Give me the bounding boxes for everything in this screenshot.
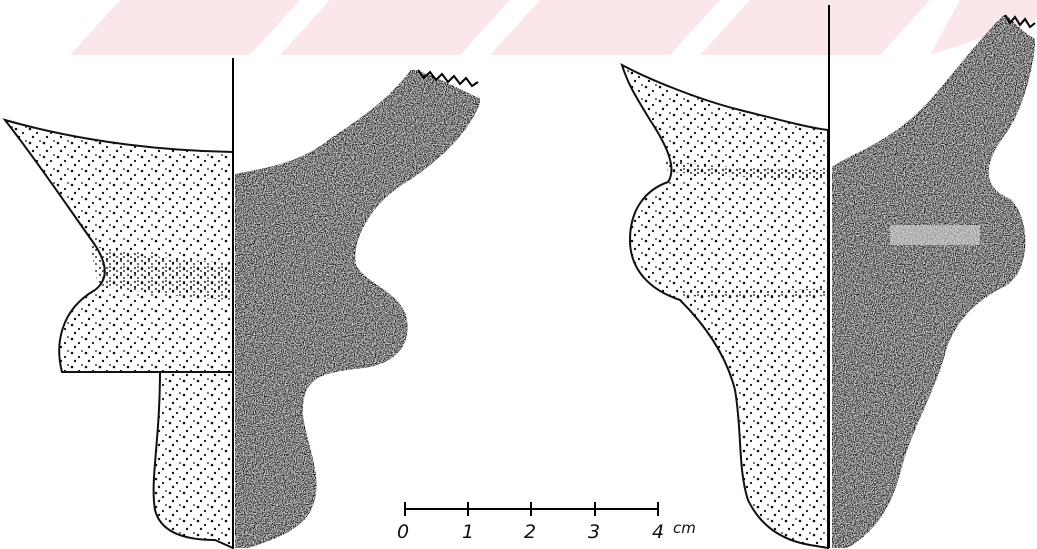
right-exterior-view	[620, 62, 829, 549]
scale-label-1: 1	[462, 521, 474, 543]
right-section-view	[831, 13, 1037, 549]
scale-label-0: 0	[397, 521, 409, 543]
left-section-view	[234, 68, 482, 549]
scale-label-2: 2	[524, 521, 536, 543]
scale-label-3: 3	[588, 521, 600, 543]
right-vessel-fragment	[620, 5, 1037, 549]
scale-bar: 0 1 2 3 4 cm	[397, 502, 696, 543]
scale-label-4: 4	[652, 521, 664, 543]
left-exterior-view	[2, 118, 234, 549]
watermark-stripes	[70, 0, 1037, 55]
scale-unit-label: cm	[673, 519, 696, 537]
left-vessel-fragment	[2, 58, 482, 549]
